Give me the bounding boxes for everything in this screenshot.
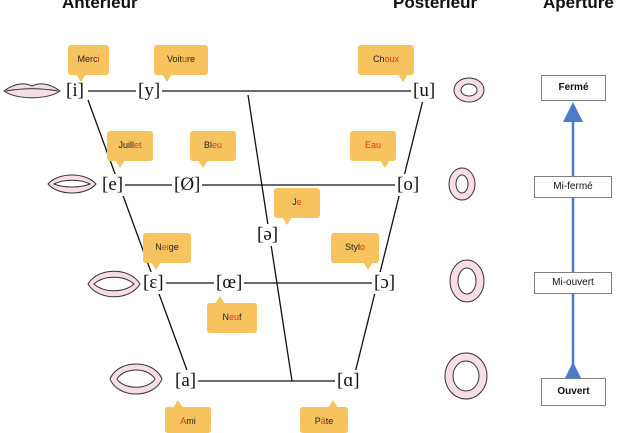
lips-open-rounded-icon	[449, 259, 485, 303]
header-posterieur: Postérieur	[393, 0, 478, 12]
phoneme-e: [e]	[100, 174, 126, 196]
phoneme-o: [o]	[395, 174, 422, 196]
lips-half-rounded-icon	[448, 167, 476, 201]
header-anterieur: Antérieur	[62, 0, 138, 12]
phoneme-i: [i]	[64, 80, 86, 102]
phoneme-alpha: [ɑ]	[335, 370, 362, 392]
line-back	[354, 99, 424, 374]
word-bubble-neuf: Neuf	[207, 296, 257, 333]
lips-wide-rounded-icon	[444, 352, 488, 400]
phoneme-oe: [œ]	[214, 272, 245, 294]
word-bubble-pate: Pâte	[300, 400, 348, 433]
lips-wide-open-icon	[109, 363, 163, 395]
phoneme-epsilon: [ɛ]	[141, 272, 166, 294]
word-bubble-neige: Neige	[143, 233, 191, 270]
aperture-mi-ferme: Mi-fermé	[534, 176, 612, 198]
phoneme-y: [y]	[136, 80, 163, 102]
word-bubble-bleu: Bleu	[190, 131, 236, 168]
aperture-ferme: Fermé	[541, 75, 606, 101]
phoneme-open-o: [ɔ]	[372, 272, 398, 294]
word-bubble-voiture: Voiture	[154, 45, 208, 82]
aperture-ouvert: Ouvert	[541, 378, 606, 406]
phoneme-schwa: [ə]	[255, 224, 281, 246]
word-bubble-juillet: Juillet	[107, 131, 153, 168]
phoneme-a: [a]	[173, 370, 199, 392]
word-bubble-eau: Eau	[350, 131, 396, 168]
line-front	[87, 99, 189, 374]
lips-half-spread-icon	[47, 174, 97, 194]
phoneme-o-slash: [Ø]	[172, 174, 203, 196]
lips-open-spread-icon	[87, 270, 141, 298]
word-bubble-merci: Merci	[68, 45, 109, 82]
lips-spread-icon	[3, 83, 61, 99]
header-aperture: Aperture	[543, 0, 614, 12]
word-bubble-stylo: Stylo	[331, 233, 379, 270]
phoneme-u: [u]	[411, 80, 438, 102]
lips-rounded-icon	[453, 77, 485, 103]
word-bubble-ami: Ami	[165, 400, 211, 433]
aperture-mi-ouvert: Mi-ouvert	[534, 272, 612, 294]
word-bubble-je: Je	[274, 188, 320, 225]
word-bubble-choux: Choux	[358, 45, 414, 82]
